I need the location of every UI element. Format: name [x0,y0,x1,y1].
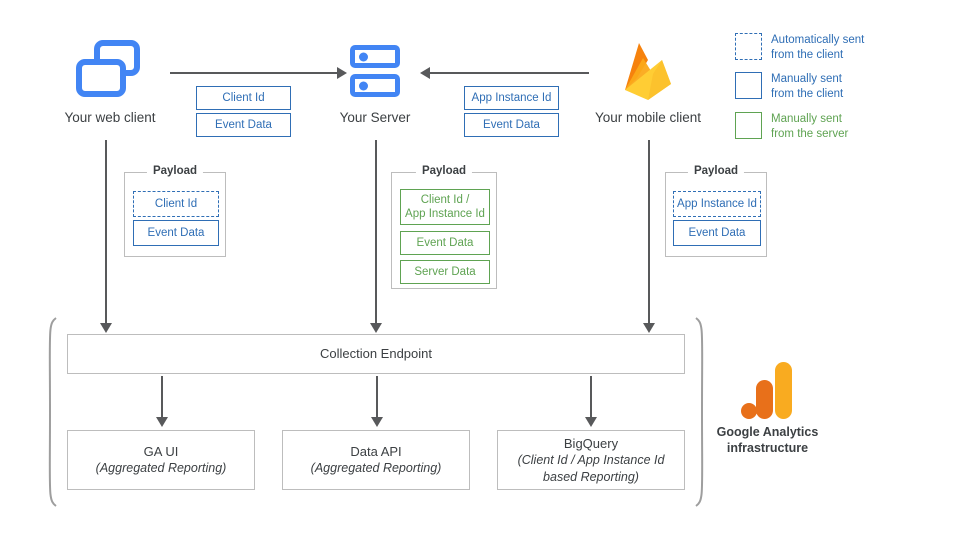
legend-label-manual-server: Manually sent from the server [771,113,849,141]
chip-event-data-mobile: Event Data [464,113,559,137]
payload-server: Payload Client Id / App Instance Id Even… [391,165,497,289]
payload-web-item-0: Client Id [133,191,219,217]
arrow-mobile-to-endpoint [648,140,650,324]
payload-server-item-0: Client Id / App Instance Id [400,189,490,225]
arrow-endpoint-to-data-api [376,376,378,418]
payload-mobile-item-0: App Instance Id [673,191,761,217]
legend-item-automatic: Automatically sent from the client [735,33,864,63]
data-api-subtitle: (Aggregated Reporting) [310,461,442,476]
arrow-web-to-endpoint [105,140,107,324]
arrow-mobile-to-server [429,72,589,74]
data-api-title: Data API [350,444,402,460]
chip-app-instance-id: App Instance Id [464,86,559,110]
legend-item-manual-server: Manually sent from the server [735,112,848,142]
payload-mobile: Payload App Instance Id Event Data [665,165,767,257]
collection-endpoint-box: Collection Endpoint [67,334,685,374]
legend-label-manual-client: Manually sent from the client [771,73,844,101]
legend-swatch-dashed-blue-icon [735,33,762,60]
payload-web-item-1: Event Data [133,220,219,246]
legend-item-manual-client: Manually sent from the client [735,72,843,102]
bigquery-title: BigQuery [563,435,619,451]
payload-server-title: Payload [415,165,473,177]
server-label: Your Server [339,110,411,125]
bigquery-subtitle: (Client Id / App Instance Id based Repor… [517,453,665,484]
legend-swatch-solid-blue-icon [735,72,762,99]
payload-server-item-2: Server Data [400,260,490,284]
bracket-right-icon [695,317,704,507]
arrow-server-to-endpoint [375,140,377,324]
ga-infrastructure-caption: Google Analytics infrastructure [716,425,819,456]
server-stack-icon [350,45,400,97]
payload-web: Payload Client Id Event Data [124,165,226,257]
payload-server-item-1: Event Data [400,231,490,255]
payload-web-title: Payload [146,165,204,177]
legend-label-automatic: Automatically sent from the client [771,34,865,62]
arrow-web-to-server [170,72,338,74]
legend-swatch-solid-green-icon [735,112,762,139]
mobile-client-label: Your mobile client [594,110,702,125]
output-box-bigquery: BigQuery (Client Id / App Instance Id ba… [497,430,685,490]
arrow-endpoint-to-bigquery [590,376,592,418]
output-box-ga-ui: GA UI (Aggregated Reporting) [67,430,255,490]
bracket-left-icon [48,317,57,507]
payload-mobile-title: Payload [687,165,745,177]
firebase-flame-icon [625,43,671,100]
payload-mobile-item-1: Event Data [673,220,761,246]
collection-endpoint-label: Collection Endpoint [319,346,433,362]
arrow-endpoint-to-ga-ui [161,376,163,418]
output-box-data-api: Data API (Aggregated Reporting) [282,430,470,490]
google-analytics-logo [741,362,793,420]
chip-event-data: Event Data [196,113,291,137]
browser-windows-icon [76,40,140,97]
chip-client-id: Client Id [196,86,291,110]
ga-ui-title: GA UI [143,444,179,460]
web-client-label: Your web client [64,110,156,125]
ga-ui-subtitle: (Aggregated Reporting) [95,461,227,476]
